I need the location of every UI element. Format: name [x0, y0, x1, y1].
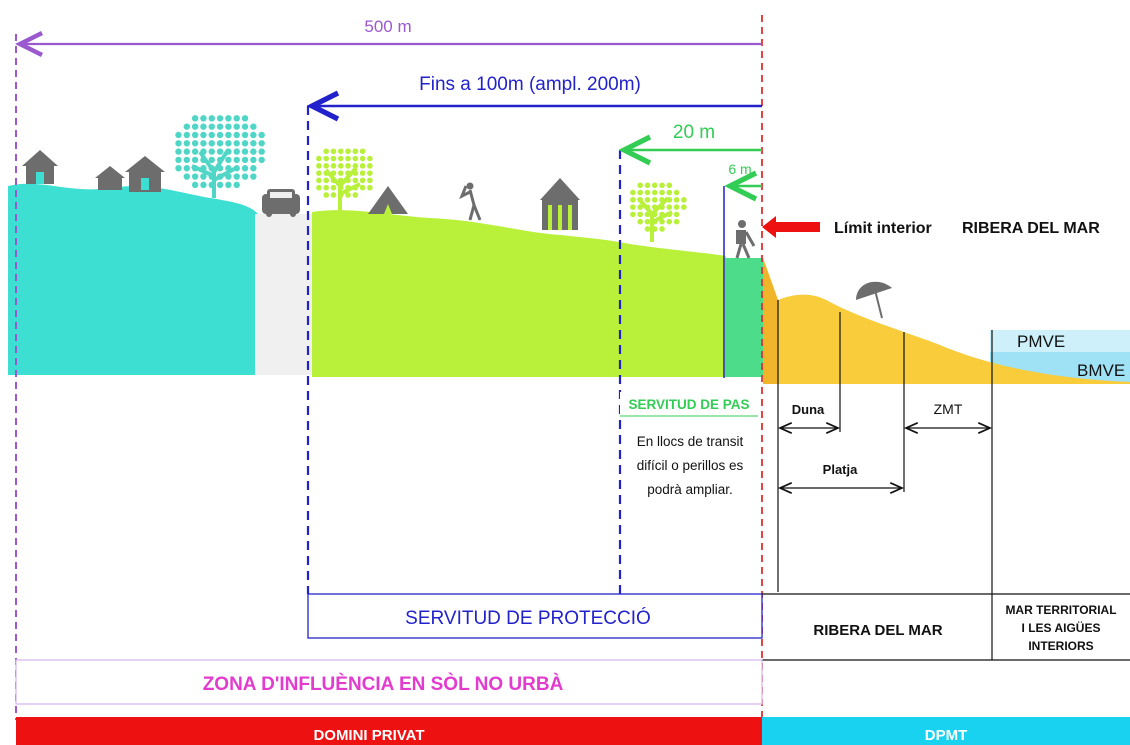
servitud-pas-strip [725, 258, 763, 377]
bmve-label: BMVE [1077, 361, 1125, 380]
mar-territorial-line-3: INTERIORS [1028, 639, 1093, 653]
platja-label: Platja [823, 462, 858, 477]
mar-territorial-line-2: I LES AIGÜES [1022, 620, 1101, 635]
tent-icon [368, 186, 408, 214]
mar-territorial-line-1: MAR TERRITORIAL [1005, 603, 1116, 617]
limit-interior-label: Límit interior [834, 220, 932, 237]
servitud-pas-note-3: podrà ampliar. [647, 482, 733, 497]
pmve-label: PMVE [1017, 332, 1065, 351]
road-strip [255, 214, 315, 375]
house-icon [22, 150, 58, 184]
domini-privat-label: DOMINI PRIVAT [313, 727, 424, 744]
servitud-pas-note-1: En llocs de transit [637, 434, 744, 449]
ribera-del-mar-heading: RIBERA DEL MAR [962, 220, 1100, 237]
hiker-icon [735, 220, 756, 259]
servitud-proteccio-label: SERVITUD DE PROTECCIÓ [405, 607, 651, 629]
zona-influencia-label: ZONA D'INFLUÈNCIA EN SÒL NO URBÀ [203, 673, 564, 695]
duna-label: Duna [792, 402, 825, 417]
beach-umbrella-icon [856, 281, 892, 319]
label-500m: 500 m [364, 17, 411, 36]
zona-influencia-box [15, 659, 763, 705]
dpmt-label: DPMT [925, 727, 968, 744]
car-icon [262, 189, 300, 217]
domini-privat-bar [16, 717, 762, 745]
servitud-pas-title: SERVITUD DE PAS [628, 397, 749, 412]
red-arrow-icon [762, 216, 820, 238]
servitud-pas-note-2: difícil o perillos es [637, 458, 744, 473]
tree-icon [630, 182, 687, 242]
protected-land [312, 210, 726, 377]
ribera-del-mar-zone-label: RIBERA DEL MAR [813, 622, 942, 639]
label-6m: 6 m [728, 161, 751, 177]
house-icon [95, 156, 165, 192]
zmt-label: ZMT [934, 401, 963, 417]
golfer-icon [459, 182, 482, 221]
sea-upper [990, 330, 1130, 352]
servitud-proteccio-box [307, 593, 763, 639]
label-20m: 20 m [673, 122, 715, 143]
label-100m: Fins a 100m (ampl. 200m) [419, 74, 641, 95]
circus-tent-icon [540, 178, 580, 230]
tree-icon [175, 115, 265, 198]
urban-land [8, 183, 258, 375]
beach-sand [763, 258, 1130, 384]
tree-icon [316, 148, 373, 212]
dpmt-bar [762, 717, 1130, 745]
